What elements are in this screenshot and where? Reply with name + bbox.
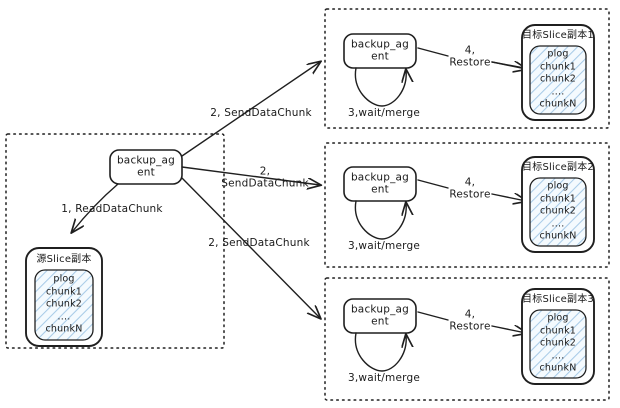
target-2-agent-box[interactable] (343, 166, 417, 202)
target-2-wait-merge-loop (354, 200, 406, 240)
send-data-chunk-label-3: 2, SendDataChunk (208, 236, 310, 249)
target-3-slice-inner-hatched (529, 309, 587, 379)
send-edge-2 (181, 166, 320, 185)
target-1-agent-box[interactable] (343, 33, 417, 69)
target-1-restore-label: 4,Restore (449, 44, 491, 69)
read-data-chunk-arrow (72, 183, 119, 232)
target-2-restore-arrow (417, 179, 449, 189)
target-1-wait-merge-label: 3,wait/merge (348, 106, 420, 119)
target-1-restore-arrowhead (491, 62, 526, 69)
target-2-restore-arrowhead (491, 194, 526, 201)
target-panel-1-border (324, 8, 610, 129)
target-1-slice-title: 目标Slice副本1 (522, 30, 594, 42)
target-1-slice-inner-hatched (529, 45, 587, 115)
send-data-chunk-label-1: 2, SendDataChunk (210, 106, 312, 119)
read-data-chunk-label: 1, ReadDataChunk (61, 202, 163, 215)
target-3-restore-arrow (417, 311, 449, 321)
source-slice-title: 源Slice副本 (36, 254, 92, 266)
source-slice-inner-hatched (34, 269, 94, 341)
target-3-wait-merge-label: 3,wait/merge (348, 371, 420, 384)
target-2-slice-inner-hatched (529, 177, 587, 247)
target-3-restore-label: 4,Restore (449, 308, 491, 333)
target-2-restore-label: 4,Restore (449, 176, 491, 201)
target-3-slice-title: 目标Slice副本3 (522, 294, 594, 306)
target-panel-2-border (324, 142, 610, 268)
target-2-slice-title: 目标Slice副本2 (522, 162, 594, 174)
target-1-wait-merge-loop (354, 67, 406, 107)
target-2-wait-merge-label: 3,wait/merge (348, 239, 420, 252)
send-edge-3 (181, 177, 320, 318)
target-panel-3-border (324, 277, 610, 401)
send-data-chunk-label-2: 2,SendDataChunk (221, 165, 309, 190)
send-edge-1 (181, 62, 320, 157)
target-3-agent-box[interactable] (343, 298, 417, 334)
target-3-restore-arrowhead (491, 326, 526, 333)
target-3-wait-merge-loop (354, 332, 406, 372)
